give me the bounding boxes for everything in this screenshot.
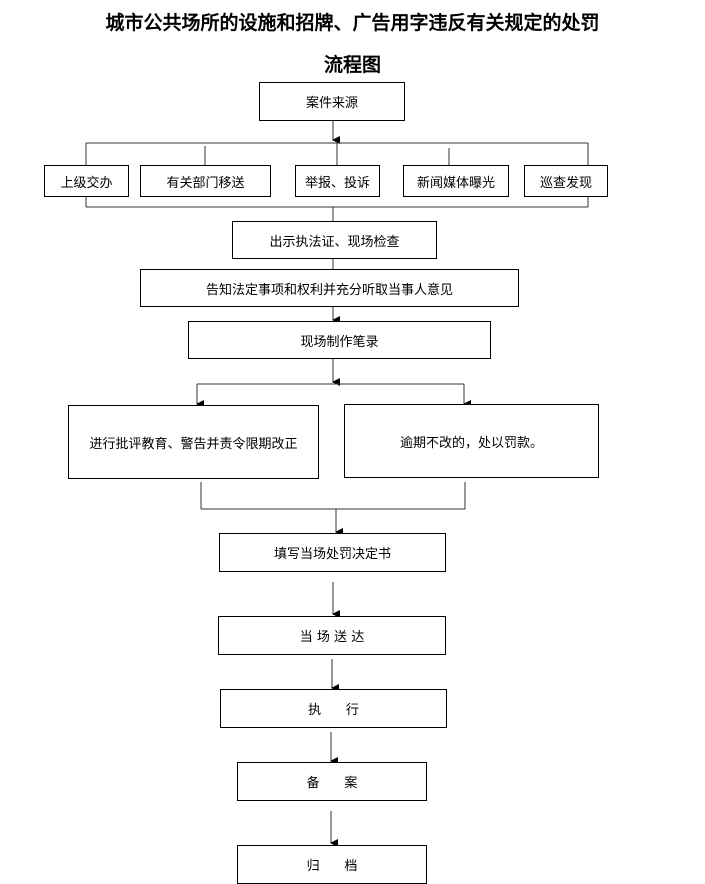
diagram-title-line1: 城市公共场所的设施和招牌、广告用字违反有关规定的处罚 [105,12,600,34]
node-inform: 告知法定事项和权利并充分听取当事人意见 [140,269,519,307]
node-source-superior: 上级交办 [44,165,129,197]
node-decision: 填写当场处罚决定书 [219,533,446,572]
node-source-department: 有关部门移送 [140,165,271,197]
diagram-title-line2: 流程图 [323,54,381,76]
node-deliver: 当 场 送 达 [218,616,446,655]
node-record: 现场制作笔录 [188,321,491,359]
node-archive: 归 档 [237,845,427,884]
node-branch-right: 逾期不改的，处以罚款。 [344,404,599,478]
node-file: 备 案 [237,762,427,801]
node-case-source: 案件来源 [259,82,405,121]
node-execute: 执 行 [220,689,447,728]
node-show-id: 出示执法证、现场检查 [232,221,437,259]
node-branch-left: 进行批评教育、警告并责令限期改正 [68,405,319,479]
node-source-media: 新闻媒体曝光 [403,165,509,197]
node-source-patrol: 巡查发现 [524,165,608,197]
node-source-report: 举报、投诉 [295,165,380,197]
